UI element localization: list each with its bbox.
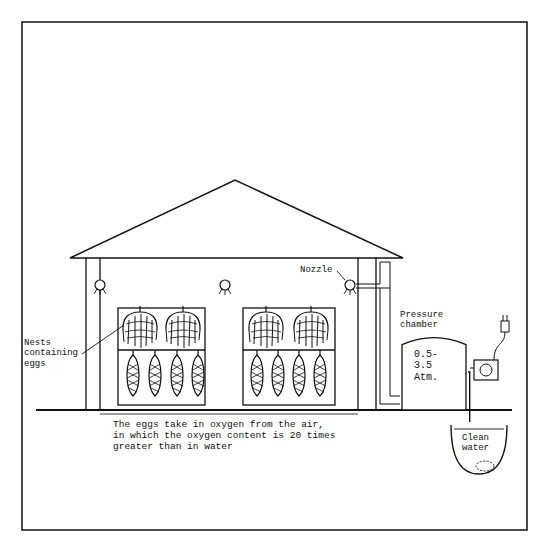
part-label: Nozzle [300, 265, 340, 275]
water-surface [454, 429, 504, 430]
power-cord [494, 332, 505, 360]
label-box: Nests containing eggs [24, 338, 82, 369]
water-tank: Clean water [448, 422, 510, 476]
frame [22, 22, 527, 530]
floor [100, 414, 358, 415]
rack-bar [118, 349, 205, 350]
riser-pipe [380, 262, 400, 404]
net [476, 461, 494, 471]
hanging-nest [272, 350, 284, 396]
part-label: Nests containing eggs [24, 338, 82, 369]
caption: The eggs take in oxygen from the air, in… [113, 420, 338, 453]
plug [501, 321, 509, 332]
dome-nest [294, 306, 328, 348]
caption-box: The eggs take in oxygen from the air, in… [113, 420, 338, 453]
roof [70, 180, 403, 258]
tank-outline [402, 338, 466, 410]
dome-nest [166, 306, 200, 348]
hanging-nest [127, 350, 139, 396]
pump-coupling [470, 368, 474, 369]
hanging-nest [314, 350, 326, 396]
hanging-nest [251, 350, 263, 396]
leader-line [337, 271, 345, 280]
hanging-nest [149, 350, 161, 396]
water-pipe [468, 372, 470, 422]
leader-line [82, 325, 124, 354]
node-body: 0.5- 3.5 Atm. [414, 349, 450, 384]
pressure-tank: Pressure chamber 0.5- 3.5 Atm. [400, 310, 468, 410]
plug-prongs [503, 315, 507, 321]
feed-pipe [356, 284, 390, 288]
label-box: Nozzle [300, 265, 340, 275]
hanging-nest [192, 350, 204, 396]
wall-pillars [86, 258, 376, 410]
node-heading: Pressure chamber [400, 310, 466, 331]
hanging-nest [171, 350, 183, 396]
pump [474, 360, 498, 380]
dome-nest [123, 306, 157, 348]
node-heading: Clean water [462, 433, 496, 454]
nozzle-symbol [344, 280, 356, 295]
nozzle-symbol [94, 280, 106, 295]
pump-motor [480, 364, 492, 376]
tank-outline [451, 425, 507, 474]
dome-nest [249, 306, 283, 348]
nozzle-symbol [219, 280, 231, 295]
edge-group [468, 372, 470, 422]
hanging-nest [293, 350, 305, 396]
